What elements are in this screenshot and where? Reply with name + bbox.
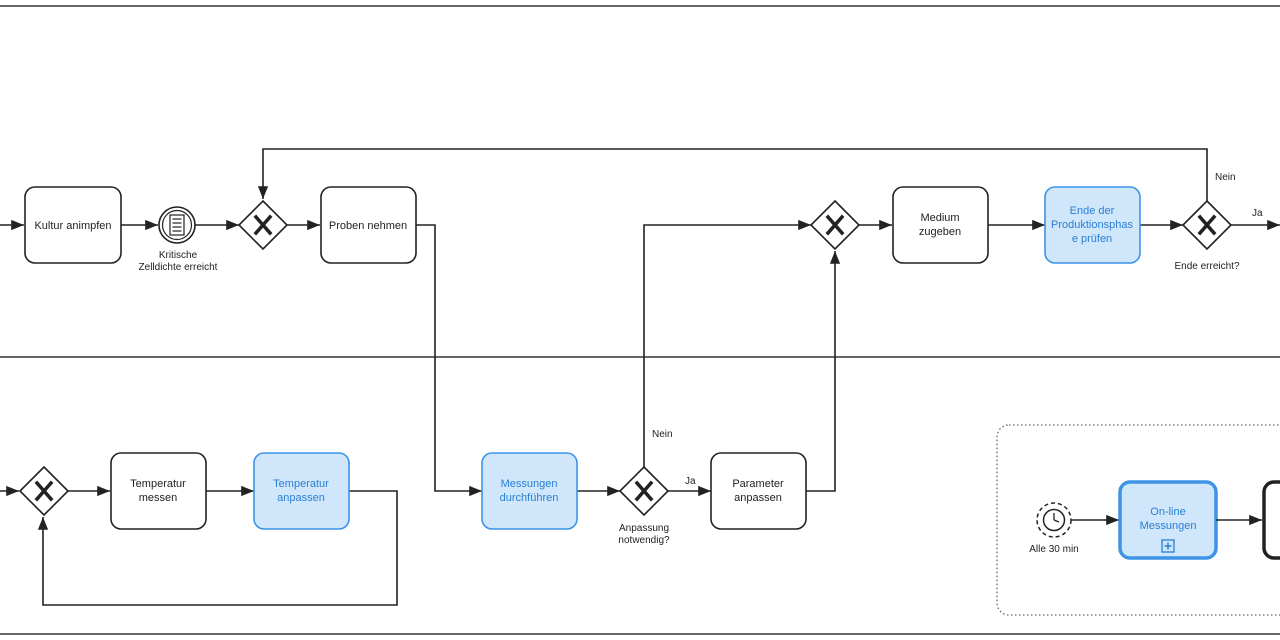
task-label-line1: Medium (920, 212, 959, 224)
task-label-line2: messen (139, 492, 178, 504)
flow-label-ja-bottom: Ja (685, 476, 696, 487)
task-label-line2: Produktionsphas (1051, 219, 1133, 231)
task-messungen-durchfuehren[interactable]: Messungen durchführen (481, 452, 578, 530)
task-label-line1: Ende der (1070, 205, 1115, 217)
task-temperatur-anpassen[interactable]: Temperatur anpassen (253, 452, 350, 530)
gateway-label-line1: Anpassung (619, 523, 669, 534)
task-label-line2: anpassen (277, 492, 325, 504)
exclusive-gateway-x-icon (34, 480, 54, 502)
task-label-line1: Messungen (501, 478, 558, 490)
event-label-line2: Zelldichte erreicht (139, 262, 218, 273)
gateway-label-line2: notwendig? (618, 535, 670, 546)
event-label: Alle 30 min (1029, 544, 1078, 555)
task-ende-produktionsphase-pruefen[interactable]: Ende der Produktionsphas e prüfen (1044, 186, 1141, 264)
task-temperatur-messen[interactable]: Temperatur messen (110, 452, 207, 530)
task-parameter-anpassen[interactable]: Parameter anpassen (710, 452, 807, 530)
task-medium-zugeben[interactable]: Medium zugeben (892, 186, 989, 264)
task-label-line2: Messungen (1140, 520, 1197, 532)
exclusive-gateway-merge-bottom[interactable] (18, 465, 70, 517)
exclusive-gateway-anpassung-notwendig[interactable]: Anpassung notwendig? (618, 465, 670, 546)
flow-label-nein-top: Nein (1215, 172, 1236, 183)
collapsed-subprocess-online-messungen[interactable]: On-line Messungen (1118, 480, 1218, 560)
gateway-label: Ende erreicht? (1174, 261, 1239, 272)
sequence-flows-top (0, 148, 1280, 497)
conditional-event-icon (169, 214, 185, 236)
plus-marker-icon (1161, 539, 1175, 553)
task-proben-nehmen[interactable]: Proben nehmen (320, 186, 417, 264)
sequence-flows-bottom (0, 219, 841, 606)
exclusive-gateway-ende-erreicht[interactable]: Ende erreicht? (1174, 199, 1240, 272)
flow-label-nein-bottom: Nein (652, 429, 673, 440)
timer-event-icon (1042, 508, 1066, 532)
event-label-line1: Kritische (159, 250, 198, 261)
task-label-line2: anpassen (734, 492, 782, 504)
exclusive-gateway-x-icon (1197, 214, 1217, 236)
exclusive-gateway-x-icon (253, 214, 273, 236)
event-subprocess[interactable] (996, 424, 1280, 616)
task-label-line3: e prüfen (1072, 233, 1112, 245)
timer-start-event[interactable]: Alle 30 min (1029, 502, 1079, 555)
task-label-line1: Temperatur (130, 478, 186, 490)
exclusive-gateway-x-icon (825, 214, 845, 236)
exclusive-gateway-merge-medium[interactable] (809, 199, 861, 251)
exclusive-gateway-x-icon (634, 480, 654, 502)
flow-label-ja-top: Ja (1252, 208, 1263, 219)
task-partial-right[interactable] (1262, 480, 1280, 560)
task-label-line2: durchführen (500, 492, 559, 504)
intermediate-event-kritische-zelldichte[interactable]: Kritische Zelldichte erreicht (139, 206, 218, 273)
task-label-line1: Parameter (732, 478, 784, 490)
task-label: Kultur animpfen (34, 220, 111, 232)
task-label-line1: On-line (1150, 506, 1185, 518)
task-label-line2: zugeben (919, 226, 961, 238)
task-kultur-animpfen[interactable]: Kultur animpfen (24, 186, 122, 264)
exclusive-gateway-merge-top[interactable] (237, 199, 289, 251)
task-label: Proben nehmen (329, 220, 407, 232)
task-label-line1: Temperatur (273, 478, 329, 490)
